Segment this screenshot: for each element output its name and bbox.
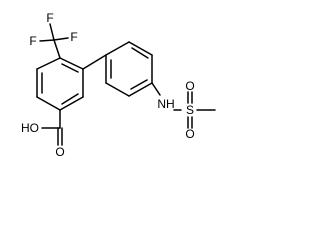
biaryl-bond (82, 54, 107, 70)
ring-b-bond-4 (128, 82, 153, 97)
ring-b-inner-double-1 (131, 47, 149, 59)
sulfonamide-phenyl-ring (105, 41, 153, 97)
ring-a-inner-double-2 (61, 93, 79, 105)
bond-c-f-right (53, 37, 69, 41)
ring-a-bond-4 (36, 96, 61, 111)
ring-b-bond-2 (128, 41, 153, 56)
bond-c-f-top (49, 23, 55, 41)
atom-label-f-right: F (70, 30, 77, 44)
ring-a-bond-3 (59, 96, 84, 111)
ring-b-inner-double-2 (130, 79, 148, 90)
methanesulfonamide-group: NH S O O (151, 79, 216, 141)
trifluoromethyl-group: F F F (29, 11, 78, 59)
bond-cf3-carbon-to-ring (53, 39, 61, 59)
atom-label-nitrogen-hydrogen: NH (157, 97, 174, 111)
ring-a-bond-6 (36, 57, 61, 70)
atom-label-sulfonyl-oxygen-top: O (185, 79, 194, 93)
atom-label-f-left: F (29, 34, 36, 48)
atom-label-sulfonyl-oxygen-bottom: O (185, 127, 194, 141)
chemical-structure: F F F HO O (21, 11, 216, 159)
atom-label-hydroxyl: HO (21, 121, 39, 135)
ring-b-bond-1 (105, 41, 130, 56)
bond-ring-to-nitrogen (151, 82, 161, 96)
ring-a-inner-double-1 (61, 63, 79, 73)
benzoic-acid-ring (36, 57, 84, 111)
bond-c-f-left (39, 39, 55, 42)
ring-a-bond-1 (59, 57, 84, 70)
ring-b-bond-5 (105, 82, 130, 97)
atom-label-sulfur: S (186, 103, 194, 117)
atom-label-carbonyl-oxygen: O (55, 145, 64, 159)
atom-label-f-top: F (46, 11, 53, 25)
carboxylic-acid-group: HO O (21, 109, 65, 159)
